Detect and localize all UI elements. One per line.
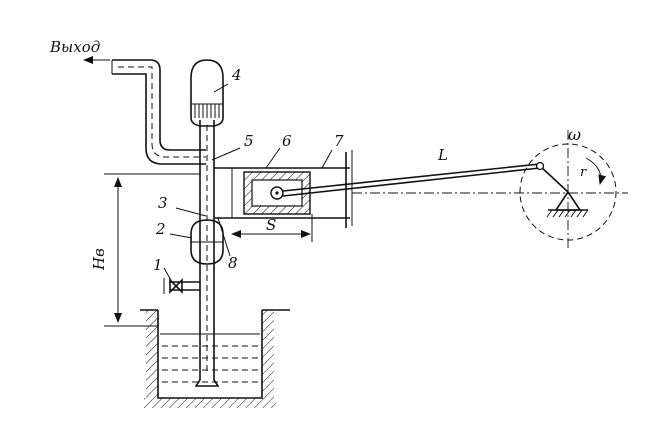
leader-lines bbox=[163, 83, 333, 283]
stroke-dimension bbox=[231, 214, 313, 242]
reservoir bbox=[140, 309, 290, 408]
label-1: 1 bbox=[153, 256, 163, 274]
vertical-pipe bbox=[194, 120, 220, 387]
air-chamber-top bbox=[190, 59, 224, 127]
output-pipe bbox=[111, 59, 206, 165]
suction-head-dimension bbox=[104, 173, 200, 327]
suction-head-label: Hв bbox=[90, 248, 108, 271]
label-6: 6 bbox=[282, 132, 292, 150]
connecting-rod bbox=[282, 163, 541, 197]
omega-label: ω bbox=[568, 125, 581, 144]
label-3: 3 bbox=[158, 194, 168, 212]
piston bbox=[243, 171, 311, 215]
label-5: 5 bbox=[244, 132, 254, 150]
output-label: Выход bbox=[49, 38, 100, 56]
crank-radius-label: r bbox=[580, 165, 587, 180]
stroke-label: S bbox=[266, 216, 276, 234]
rod-length-label: L bbox=[437, 146, 448, 164]
label-4: 4 bbox=[231, 66, 242, 84]
valve bbox=[163, 278, 200, 294]
crank-wheel bbox=[352, 130, 628, 250]
label-2: 2 bbox=[155, 220, 166, 238]
label-8: 8 bbox=[228, 254, 238, 272]
cylinder bbox=[214, 150, 353, 228]
air-chamber-top-grid bbox=[194, 104, 220, 118]
crank-ground-hatch bbox=[546, 209, 589, 218]
label-7: 7 bbox=[334, 132, 344, 150]
